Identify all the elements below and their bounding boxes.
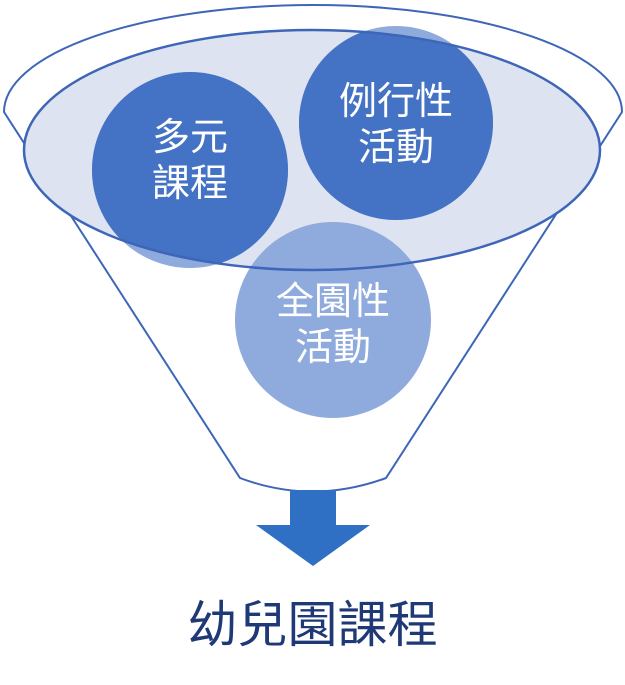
label-routine-activities: 例行性 活動 (338, 79, 453, 169)
funnel-rim-outline (22, 28, 602, 272)
down-arrow-icon (256, 490, 370, 566)
circle-school-wide-activities (235, 222, 431, 418)
label-diverse-curriculum: 多元 課程 (151, 115, 228, 205)
result-label: 幼兒園課程 (187, 596, 438, 654)
circle-diverse-curriculum (92, 72, 288, 268)
circle-routine-activities (299, 30, 493, 220)
label-school-wide-activities: 全園性 活動 (275, 279, 390, 369)
